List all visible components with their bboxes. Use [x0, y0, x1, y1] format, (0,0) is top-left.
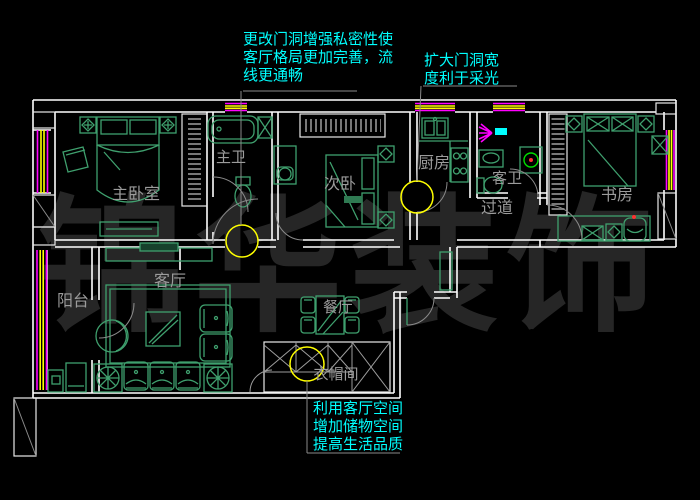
ac-platform [13, 397, 37, 457]
second-bedroom-furniture [273, 145, 395, 229]
room-label-cloakroom: 衣帽间 [313, 366, 358, 383]
room-label-second-bedroom: 次卧 [324, 175, 356, 193]
room-label-balcony: 阳台 [57, 292, 89, 310]
living-room-furniture [93, 242, 233, 393]
annotation-door-privacy: 更改门洞增强私密性使 客厅格局更加完善，流 线更通畅 [243, 31, 397, 84]
room-label-study: 书房 [601, 186, 633, 204]
closet-hatching [181, 113, 568, 216]
room-label-corridor: 过道 [481, 199, 513, 217]
master-bath-fixtures [207, 115, 273, 208]
cloakroom-storage [249, 341, 391, 393]
wall-pillar [655, 102, 677, 115]
dining-furniture [300, 295, 360, 335]
watermark-text: 锦华装饰 [38, 187, 662, 351]
wall-pillar [32, 111, 56, 129]
door-arcs [98, 168, 583, 339]
room-label-guest-bath: 客卫 [492, 170, 522, 187]
room-labels: 主卧室 主卫 次卧 厨房 客卫 过道 书房 阳台 客厅 餐厅 衣帽间 [57, 149, 633, 383]
study-furniture [557, 113, 669, 242]
watermark: 锦华装饰 [38, 187, 662, 351]
room-label-master-bath: 主卫 [216, 149, 246, 166]
room-label-master-bedroom: 主卧室 [112, 185, 160, 203]
kitchen-fixtures [419, 116, 469, 183]
walls [13, 99, 677, 457]
leader-lines [240, 85, 517, 454]
wall-pillar [32, 226, 56, 246]
shower-symbol [478, 123, 493, 143]
guest-bath-fixtures [476, 123, 543, 194]
room-label-living-room: 客厅 [154, 272, 186, 290]
windows [36, 102, 675, 390]
room-label-dining: 餐厅 [323, 299, 353, 316]
annotation-door-widen: 扩大门洞宽 度利于采光 [424, 52, 503, 87]
highlight-circle-living-door [225, 224, 259, 258]
balcony-furniture [47, 251, 453, 393]
mirror [495, 128, 507, 135]
washer-drum [523, 152, 539, 168]
duct-shaft [657, 192, 677, 240]
annotations: 更改门洞增强私密性使 客厅格局更加完善，流 线更通畅 扩大门洞宽 度利于采光 利… [243, 31, 503, 453]
annotation-storage: 利用客厅空间 增加储物空间 提高生活品质 [313, 400, 407, 453]
room-label-kitchen: 厨房 [418, 154, 450, 172]
master-bedroom-furniture [62, 116, 177, 237]
